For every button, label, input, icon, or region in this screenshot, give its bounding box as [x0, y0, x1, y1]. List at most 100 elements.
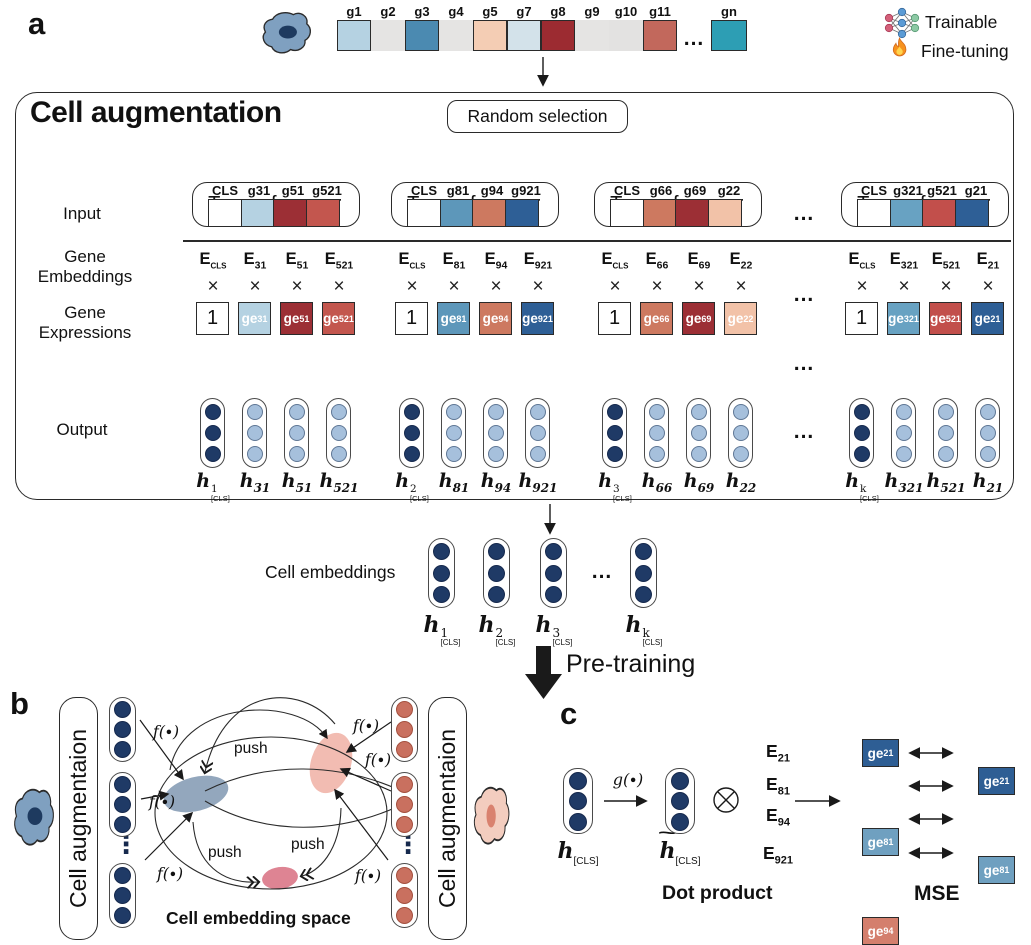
output-label: h521 [926, 470, 966, 495]
output-ellipsis: ... [793, 420, 815, 443]
vector-dot [671, 812, 689, 831]
legend-fine-tuning-label: Fine-tuning [921, 41, 1009, 61]
embedding-label: ECLS [199, 250, 227, 271]
output-label: h94 [480, 470, 512, 495]
vector-dot [732, 446, 749, 462]
gene-cell-gn: gn [711, 3, 747, 51]
transformer-ellipsis: ... [793, 352, 815, 375]
panel-c-label: c [560, 696, 578, 731]
expression-one-cell: 1 [845, 302, 878, 335]
input-gene-label: g921 [511, 183, 541, 198]
f-label-2: f(∙) [148, 792, 176, 811]
embedding-label: E921 [523, 250, 553, 272]
input-token-cells [857, 199, 993, 227]
vector-dot [396, 867, 413, 884]
vector-dot [648, 425, 665, 441]
input-gene-label: CLS [861, 183, 887, 198]
gene-label: g7 [516, 4, 532, 19]
vector-dot [114, 887, 131, 904]
blue-cell-vector-2 [109, 772, 136, 837]
otimes-icon [713, 787, 739, 813]
gene-square [337, 20, 371, 51]
vector-dot [396, 816, 413, 833]
gene-expressions-row-label: Gene Expressions [30, 303, 140, 343]
embedding-label: E66 [645, 250, 669, 272]
gene-square [439, 20, 473, 51]
input-gene-label: g94 [480, 183, 504, 198]
multiply-symbol: × [982, 276, 994, 297]
f-label-5: f(∙) [364, 750, 392, 769]
gene-output-vector [891, 398, 916, 468]
vector-dot [529, 446, 546, 462]
input-token-cell [305, 199, 340, 227]
gene-cell-g3: g3 [405, 3, 439, 51]
vector-dot [288, 404, 305, 420]
vector-dot [396, 907, 413, 924]
input-row-label: Input [63, 204, 101, 223]
input-token-cells [610, 199, 746, 227]
embedding-label-E81: E81 [766, 774, 790, 798]
embedding-label: ECLS [398, 250, 426, 271]
trainable-nn-icon [884, 7, 920, 39]
h-cls-capsule [563, 768, 593, 834]
vector-dot [114, 776, 131, 793]
vector-dot [246, 404, 263, 420]
input-token-cell [504, 199, 539, 227]
embedding-label: E51 [285, 250, 309, 272]
input-token-cell [407, 199, 441, 227]
vector-dot [529, 404, 546, 420]
lens-arc-top [204, 768, 398, 792]
dot-product-label: Dot product [662, 882, 773, 904]
vector-dot [114, 741, 131, 758]
vector-dot [671, 771, 689, 790]
gene-output-vector [242, 398, 267, 468]
input-token-cell [439, 199, 474, 227]
f-arrow-left-3 [144, 811, 194, 861]
expression-one-cell: 1 [598, 302, 631, 335]
vector-dot [529, 425, 546, 441]
push-arc-top [205, 697, 336, 772]
vector-dot [204, 425, 221, 441]
blue-cell-vector-3 [109, 863, 136, 928]
vector-dot [433, 543, 450, 561]
gene-label: g4 [448, 4, 464, 19]
multiply-row: ×××× [841, 276, 1009, 298]
output-label: h66 [641, 470, 673, 495]
cell-icon-blue [13, 788, 55, 846]
output-label: h81 [438, 470, 470, 495]
output-capsules [602, 398, 762, 468]
gene-label: g9 [584, 4, 600, 19]
input-token-cell [857, 199, 891, 227]
vector-dot [569, 812, 587, 831]
embedding-label: E521 [324, 250, 354, 272]
vector-dot [114, 816, 131, 833]
vector-dot [690, 425, 707, 441]
f-label-4: f(∙) [352, 716, 380, 735]
vector-dot [288, 446, 305, 462]
random-selection-box: Random selection [447, 100, 628, 133]
h-tilde-base: h [659, 838, 676, 864]
vector-dot [937, 425, 954, 441]
multiply-symbol: × [490, 276, 502, 297]
vector-dot [433, 564, 450, 582]
vector-dot [246, 446, 263, 462]
gene-cell-g1: g1 [337, 3, 371, 51]
input-gene-label: g51 [281, 183, 305, 198]
cls-output-vector [849, 398, 874, 468]
gene-expressions-line2: Expressions [38, 323, 132, 342]
input-gene-label: g31 [247, 183, 271, 198]
embedding-label-E921: E921 [762, 843, 794, 867]
output-label: h921 [518, 470, 558, 495]
output-label: h321 [884, 470, 924, 495]
